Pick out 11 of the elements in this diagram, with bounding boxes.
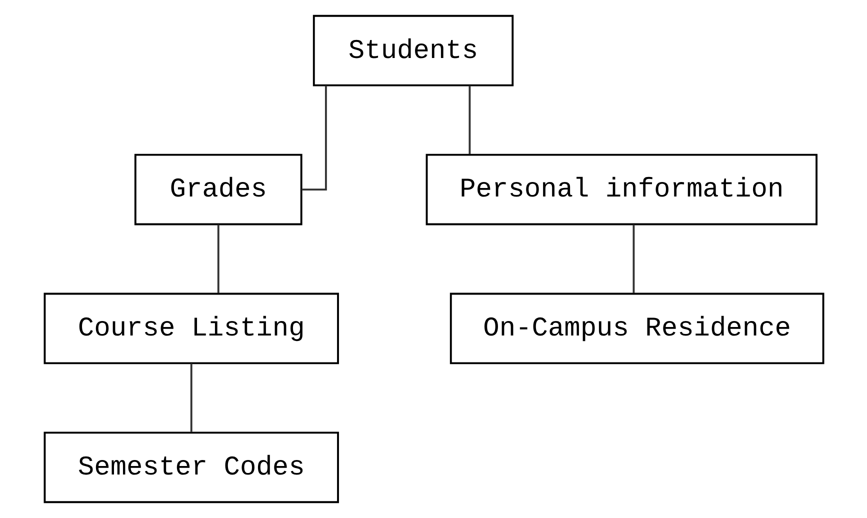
connector: [632, 224, 634, 293]
node-box: Grades: [134, 154, 302, 226]
node-box: Personal information: [425, 154, 817, 226]
connector: [190, 364, 192, 432]
node-box: Semester Codes: [43, 432, 338, 504]
connector: [216, 224, 219, 293]
connector: [468, 86, 470, 154]
node-box: Course Listing: [43, 292, 338, 364]
node-box: On-Campus Residence: [449, 292, 824, 364]
node-box: Students: [312, 14, 514, 86]
connector: [301, 86, 326, 190]
